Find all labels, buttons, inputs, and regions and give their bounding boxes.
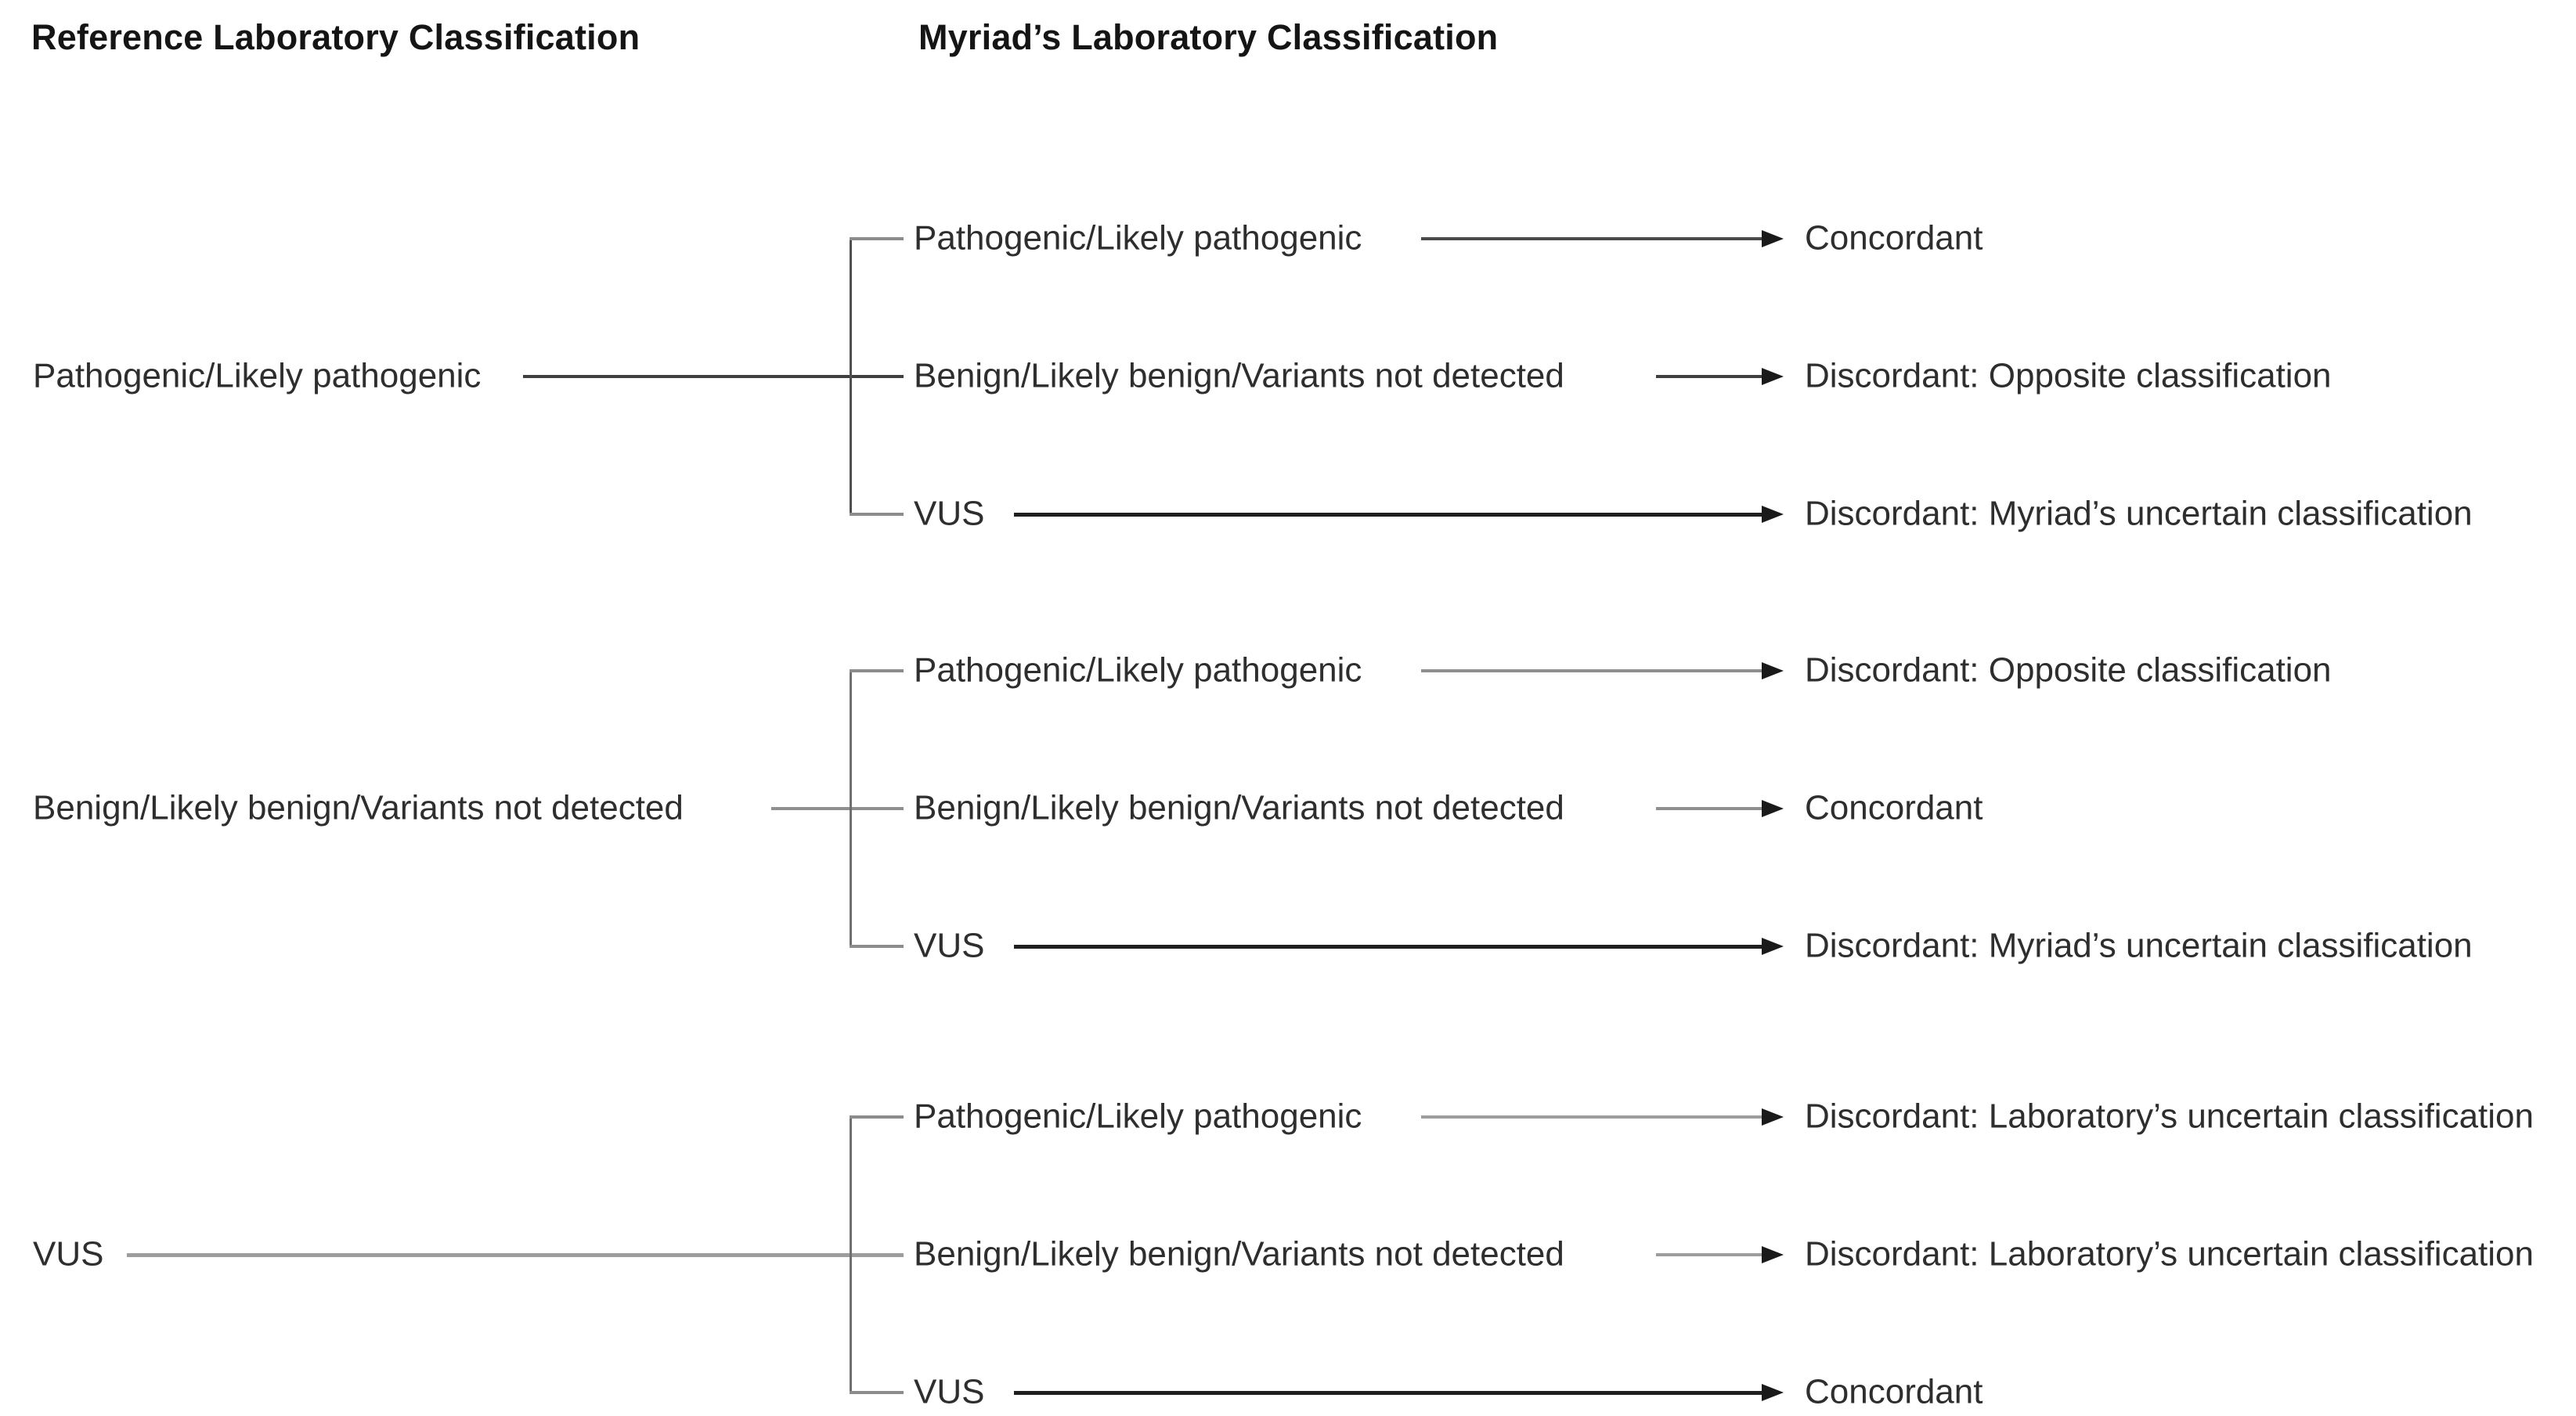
- arrow-line: [1421, 237, 1763, 240]
- outcome-label-concordant: Concordant: [1805, 788, 1983, 827]
- bracket-vertical-line: [850, 237, 852, 516]
- myriad-node-vus: VUS: [914, 926, 985, 965]
- bracket-stub-top: [850, 237, 904, 240]
- arrow-head: [1762, 938, 1784, 955]
- reference-connector-line: [771, 807, 904, 810]
- myriad-node-pathogenic: Pathogenic/Likely pathogenic: [914, 650, 1362, 690]
- arrow-line: [1421, 669, 1763, 672]
- reference-node-benign: Benign/Likely benign/Variants not detect…: [33, 788, 684, 827]
- myriad-node-pathogenic: Pathogenic/Likely pathogenic: [914, 218, 1362, 258]
- myriad-node-vus: VUS: [914, 494, 985, 533]
- outcome-label-discordant-laboratory-uncertain: Discordant: Laboratory’s uncertain class…: [1805, 1097, 2534, 1136]
- bracket-stub-bottom: [850, 945, 904, 948]
- outcome-label-discordant-laboratory-uncertain: Discordant: Laboratory’s uncertain class…: [1805, 1234, 2534, 1274]
- outcome-label-discordant-opposite: Discordant: Opposite classification: [1805, 356, 2332, 395]
- arrow-head: [1762, 506, 1784, 523]
- arrow-head: [1762, 662, 1784, 679]
- arrow-line: [1014, 513, 1763, 517]
- reference-connector-line: [523, 375, 904, 378]
- myriad-node-benign: Benign/Likely benign/Variants not detect…: [914, 356, 1564, 395]
- bracket-stub-top: [850, 669, 904, 672]
- arrow-head: [1762, 1246, 1784, 1263]
- arrow-line: [1014, 1391, 1763, 1395]
- reference-column-header: Reference Laboratory Classification: [31, 17, 640, 57]
- arrow-head: [1762, 1108, 1784, 1126]
- myriad-node-benign: Benign/Likely benign/Variants not detect…: [914, 1234, 1564, 1274]
- arrow-head: [1762, 800, 1784, 817]
- myriad-node-vus: VUS: [914, 1372, 985, 1411]
- arrow-head: [1762, 1384, 1784, 1401]
- arrow-line: [1421, 1115, 1763, 1119]
- outcome-label-discordant-myriad-uncertain: Discordant: Myriad’s uncertain classific…: [1805, 926, 2473, 965]
- bracket-stub-bottom: [850, 513, 904, 516]
- arrow-line: [1656, 375, 1763, 378]
- outcome-label-concordant: Concordant: [1805, 1372, 1983, 1411]
- outcome-label-discordant-myriad-uncertain: Discordant: Myriad’s uncertain classific…: [1805, 494, 2473, 533]
- bracket-vertical-line: [850, 1115, 852, 1394]
- outcome-label-discordant-opposite: Discordant: Opposite classification: [1805, 650, 2332, 690]
- bracket-stub-bottom: [850, 1391, 904, 1394]
- bracket-stub-top: [850, 1115, 904, 1119]
- myriad-column-header: Myriad’s Laboratory Classification: [918, 17, 1499, 57]
- reference-node-pathogenic: Pathogenic/Likely pathogenic: [33, 356, 482, 395]
- arrow-line: [1014, 945, 1763, 949]
- arrow-line: [1656, 1253, 1763, 1256]
- arrow-head: [1762, 368, 1784, 385]
- arrow-head: [1762, 230, 1784, 247]
- reference-node-vus: VUS: [33, 1234, 104, 1274]
- myriad-node-pathogenic: Pathogenic/Likely pathogenic: [914, 1097, 1362, 1136]
- myriad-node-benign: Benign/Likely benign/Variants not detect…: [914, 788, 1564, 827]
- outcome-label-concordant: Concordant: [1805, 218, 1983, 258]
- arrow-line: [1656, 807, 1763, 810]
- reference-connector-line: [127, 1253, 904, 1257]
- bracket-vertical-line: [850, 669, 852, 948]
